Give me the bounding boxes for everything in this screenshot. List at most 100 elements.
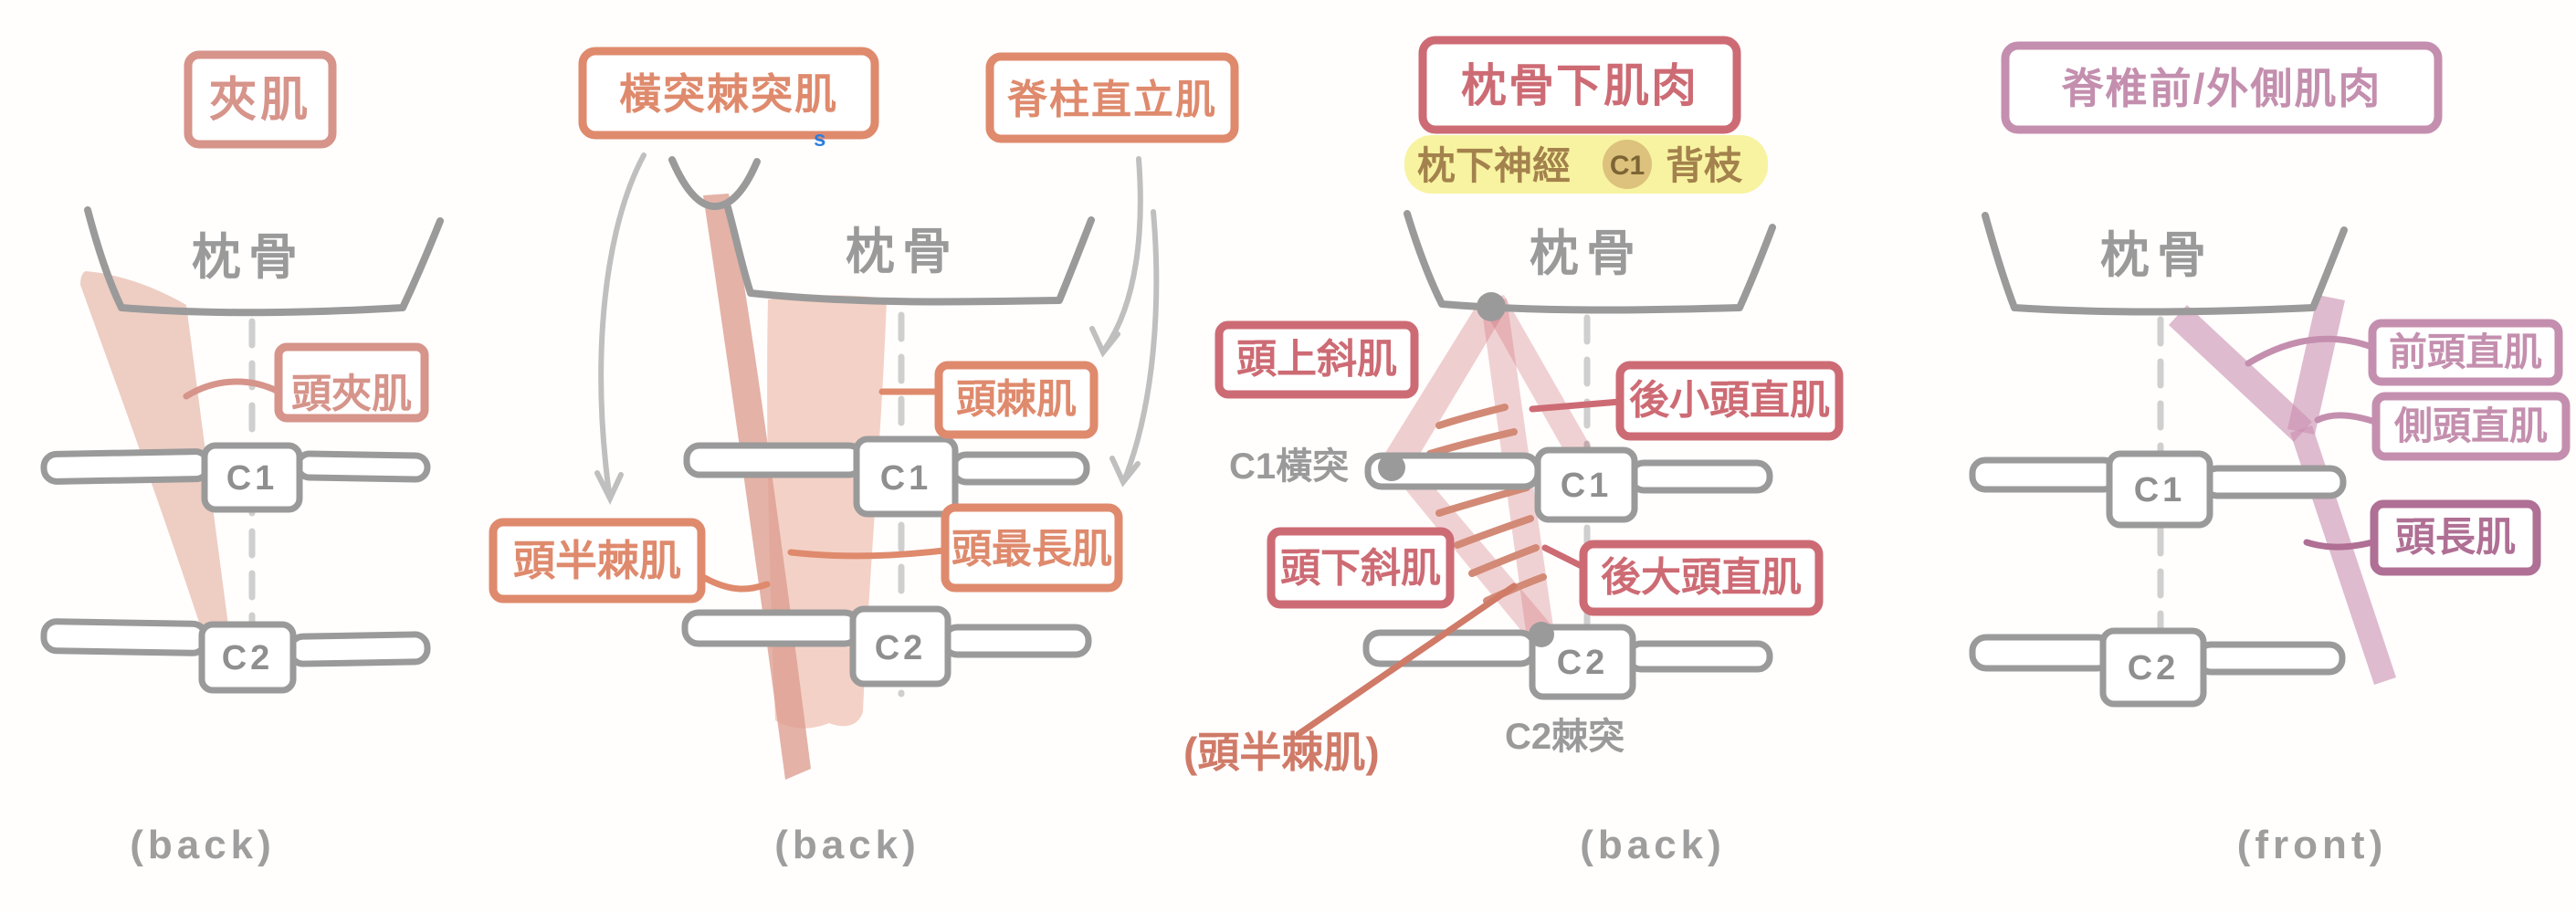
c2-left-bone: [1969, 634, 2115, 672]
obliquus-superior-label-box: [1214, 320, 1419, 399]
panel4-view-label: (front): [2237, 823, 2388, 867]
panel2-title1-box: [578, 47, 879, 140]
rcp-major-label-box: [1579, 540, 1824, 616]
panel4-title: 脊椎前/外側肌肉: [2062, 65, 2382, 112]
c1-label: C1: [226, 459, 279, 498]
spinalis-capitis-label: 頭棘肌: [956, 377, 1077, 422]
blue-stray-mark: s: [814, 127, 825, 152]
c1-left-bone: [1969, 456, 2120, 493]
splenius-capitis-label: 頭夾肌: [291, 372, 412, 416]
arrowhead: [594, 470, 624, 505]
rcp-major-label: 後大頭直肌: [1601, 555, 1802, 600]
c2-vertebra-box: [198, 621, 297, 694]
c1-vertebra-box: [1534, 446, 1638, 523]
rcp-minor-label-box: [1615, 361, 1844, 441]
c1-vertebra-box: [853, 436, 959, 518]
rectus-anterior-label-box: [2368, 319, 2563, 386]
c1-badge-label: C1: [1610, 151, 1645, 181]
panel4-title-box: [2001, 41, 2443, 134]
c1-transverse-process-label: C1橫突: [1229, 446, 1349, 487]
longus-capitis-leader-line: [2303, 538, 2380, 551]
arrow-to-semispinalis: [598, 152, 647, 496]
c1-transverse-attachment-dot: [1378, 454, 1405, 481]
c2-right-bone: [941, 624, 1092, 658]
rectus-anterior-label: 前頭直肌: [2389, 331, 2542, 373]
occipital-bone-outline: [1404, 210, 1776, 314]
c2-spinous-process-label: C2棘突: [1505, 717, 1624, 757]
rectus-lateralis-leader-line: [2314, 412, 2381, 426]
rectus-anterior-leader-line: [2245, 335, 2378, 367]
c2-label: C2: [875, 629, 927, 667]
panel-splenius: 枕骨 C1 C2 夾肌 頭夾肌 (back): [40, 50, 444, 867]
semispinalis-paren-leader-line: [1295, 582, 1518, 738]
semispinalis-leader-line: [699, 573, 771, 593]
c1-label: C1: [1561, 467, 1613, 505]
longissimus-capitis-label-box: [941, 503, 1123, 593]
rcp-minor-label: 後小頭直肌: [1629, 378, 1830, 423]
occipital-bone-outline: [1982, 212, 2348, 316]
occipital-bone-label: 枕骨: [192, 230, 305, 285]
panel2-view-label: (back): [774, 823, 920, 867]
panel3-view-label: (back): [1580, 823, 1726, 867]
occiput-attachment-dot: [1477, 292, 1506, 321]
c1-right-bone: [950, 451, 1090, 486]
c1-right-bone: [2201, 465, 2347, 499]
c2-right-bone: [287, 631, 431, 667]
rectus-lateralis-label: 側頭直肌: [2393, 404, 2548, 447]
panel2-title2-box: [985, 52, 1239, 143]
spinalis-capitis-label-box: [934, 361, 1099, 439]
rcp-major-leader-line: [1541, 544, 1589, 572]
c2-vertebra-box: [1529, 624, 1636, 700]
obliquus-superior-label: 頭上斜肌: [1236, 337, 1397, 382]
longissimus-leader-line: [787, 547, 947, 560]
panel3-title: 枕骨下肌肉: [1461, 60, 1698, 111]
panel3-muscles: [1381, 295, 1594, 646]
obliquus-capitis-superior-band: [1381, 299, 1503, 477]
c1-right-bone: [294, 450, 431, 483]
obliquus-inferior-label: 頭下斜肌: [1280, 546, 1441, 591]
arrow-to-erector-lower: [1122, 209, 1160, 481]
c1-vertebra-box: [2106, 450, 2213, 529]
c2-right-bone: [1625, 640, 1773, 673]
occipital-bone-outline: [724, 204, 1095, 306]
panel-suboccipital: 枕骨 C1 C2 枕骨下肌肉 枕下神經 C1 背枝 頭上斜肌 C1橫突 後小頭直…: [1183, 36, 1844, 867]
longus-capitis-label-box: [2370, 499, 2541, 576]
panel-transversospinalis: 枕骨 C1 C2 橫突棘突肌 s 脊柱直立肌 頭棘肌 頭半棘肌 頭最長肌 (ba…: [489, 47, 1239, 867]
c1-right-bone: [1627, 459, 1773, 494]
occipital-bone-outline: [84, 206, 444, 317]
c2-spinous-attachment-dot: [1529, 622, 1554, 647]
yellow-highlight: [1404, 135, 1768, 194]
panel-prevertebral: 枕骨 C1 C2 脊椎前/外側肌肉 前頭直肌 側頭直肌 頭長肌 (front): [1969, 41, 2571, 867]
suboccipital-nerve-note: 枕下神經 C1 背枝: [1404, 135, 1768, 194]
occipital-bone-label: 枕骨: [1530, 226, 1643, 281]
longus-capitis-label: 頭長肌: [2395, 515, 2516, 560]
arrowhead: [1109, 456, 1141, 488]
c1-left-bone: [40, 448, 212, 485]
panel2-title-erector-spinae: 脊柱直立肌: [1007, 78, 1217, 122]
c2-left-bone: [40, 618, 209, 656]
splenius-leader-line: [183, 378, 280, 400]
panel3-title-box: [1418, 36, 1741, 134]
c1-vertebra-box: [201, 442, 303, 513]
occipital-bone-label: 枕骨: [2100, 228, 2213, 283]
longissimus-capitis-label: 頭最長肌: [952, 527, 1112, 572]
c1-label: C1: [880, 459, 932, 498]
panel2-title-transversospinalis: 橫突棘突肌: [619, 70, 838, 118]
splenius-capitis-label-box: [274, 342, 429, 423]
c2-left-bone: [1362, 629, 1538, 667]
panel1-title-box: [184, 50, 337, 149]
c1-label: C1: [2134, 471, 2186, 509]
c2-label: C2: [1557, 644, 1609, 682]
rcp-minor-leader-line: [1529, 398, 1624, 413]
c2-vertebra-box: [2099, 627, 2207, 708]
c2-label: C2: [222, 639, 274, 677]
c2-left-bone: [681, 609, 862, 647]
obliquus-capitis-inferior-band: [1384, 456, 1554, 646]
rectus-capitis-lateralis-band: [2287, 295, 2345, 435]
panel1-view-label: (back): [130, 823, 276, 867]
arrowhead: [1089, 326, 1120, 358]
spinous-process-notch: [668, 156, 761, 210]
semispinalis-capitis-label-box: [489, 518, 706, 603]
